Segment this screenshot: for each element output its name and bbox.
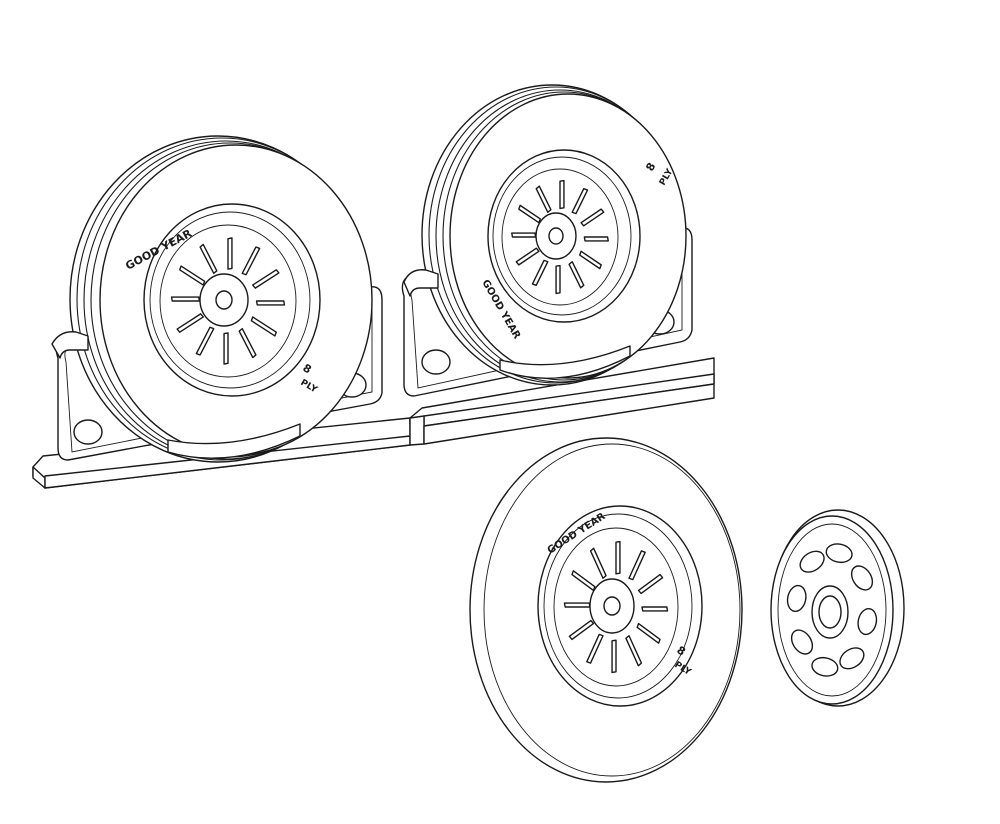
rim-spoke [555, 264, 561, 295]
hub-cover-opening [799, 550, 825, 573]
hub-cover-opening [825, 543, 853, 564]
loose-rim-spokes [563, 540, 669, 674]
rim-spoke [179, 265, 206, 286]
rim-spoke [586, 633, 604, 664]
rim-spoke [641, 606, 669, 612]
left-wheel-assembly: GOOD YEAR 8 PLY [32, 135, 411, 489]
rim-spoke [580, 208, 605, 227]
loose-wheel: GOOD YEAR 8 PLY [469, 437, 743, 783]
rim-spoke [583, 236, 609, 242]
rim-spoke [589, 547, 607, 579]
rim-spoke [579, 250, 602, 270]
rim-spoke [195, 326, 215, 356]
rim-spoke [238, 327, 257, 359]
rim-spoke [252, 269, 280, 289]
right-wheel-assembly: GOOD YEAR 8 PLY [401, 84, 715, 446]
rim-spoke [615, 540, 621, 575]
left-rim-spokes [170, 237, 286, 365]
rim-spoke [563, 602, 591, 608]
hub-cover-openings [786, 543, 878, 677]
rim-spoke [241, 246, 261, 276]
rim-spoke [511, 232, 537, 238]
hub-cover-opening [839, 647, 865, 670]
right-stand-base [409, 357, 715, 446]
hub-cover-opening [811, 656, 839, 677]
right-rim [487, 149, 641, 323]
hub-cover-opening [850, 565, 874, 591]
rim-spoke [250, 316, 277, 337]
rim-spoke [628, 550, 646, 581]
right-rim-spokes [511, 179, 609, 295]
hub-cover [770, 509, 905, 707]
rim-spoke [255, 300, 286, 306]
hub-cover-opening [790, 629, 814, 655]
hub-cover-opening [857, 607, 878, 636]
rim-spoke [568, 619, 595, 641]
rim-spoke [637, 573, 664, 595]
rim-spoke [571, 188, 589, 215]
rim-spoke [227, 237, 233, 270]
rim-spoke [568, 261, 585, 289]
rim-spoke [636, 622, 661, 644]
rim-spoke [559, 179, 565, 210]
rim-spoke [531, 259, 549, 286]
loose-rim [537, 505, 703, 707]
left-rim [143, 203, 321, 397]
rim-spoke [535, 185, 552, 213]
left-stand-post [51, 331, 89, 359]
rim-spoke [515, 247, 540, 266]
rim-spoke [611, 639, 617, 674]
rim-spoke [625, 635, 643, 667]
rim-spoke [223, 332, 229, 365]
rim-spoke [199, 243, 218, 275]
rim-spoke [571, 570, 596, 592]
right-stand-post [403, 269, 439, 297]
rim-spoke [518, 204, 541, 224]
hub-cover-opening [786, 584, 807, 613]
rim-spoke [170, 296, 201, 302]
rim-spoke [176, 313, 204, 333]
